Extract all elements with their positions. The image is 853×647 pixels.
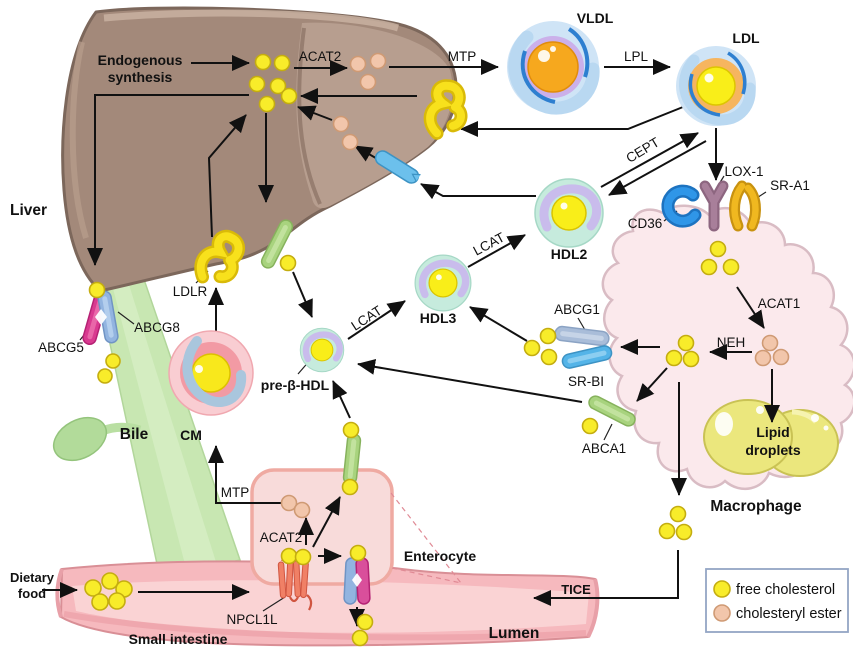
mtp-enterocyte-label: MTP (221, 485, 250, 500)
small-intestine-tube (55, 560, 600, 647)
arrow-mtp-to-cm (208, 445, 283, 504)
arrow-liver-ce-to-fc (297, 105, 333, 121)
arrow-liver-abca1-to-prebhdl (292, 271, 313, 318)
lox1-label: LOX-1 (724, 164, 763, 179)
abcg5-g8-pore (95, 309, 107, 325)
macrophage-label: Macrophage (710, 498, 802, 515)
small-intestine-label: Small intestine (129, 631, 228, 647)
legend: free cholesterol cholesteryl ester (705, 568, 849, 633)
acat2-liver-label: ACAT2 (299, 49, 342, 64)
cm-label: CM (180, 427, 202, 443)
ldlr-label: LDLR (173, 284, 208, 299)
endogenous-synthesis-label-1: Endogenous (98, 52, 183, 68)
cholesteryl-ester-dots (280, 52, 790, 519)
gallbladder (52, 416, 108, 462)
mac-abca1-transporter (588, 395, 636, 427)
arrow-cept-up (600, 132, 699, 188)
vldl-particle (507, 21, 600, 115)
mtp-liver-label: MTP (448, 49, 477, 64)
hdl3-particle (414, 254, 472, 312)
cept-label: CEPT (623, 134, 662, 165)
inset-dashed-line (390, 492, 462, 584)
abca1-label: ABCA1 (582, 441, 626, 456)
lumen-label: Lumen (489, 625, 540, 642)
ldl-label: LDL (732, 30, 760, 46)
inset-dashed-line (391, 567, 462, 584)
srbi-label: SR-BI (568, 374, 604, 389)
cholesteryl-ester-legend-icon (713, 604, 731, 622)
arrow-enterocyte-to-prebhdl (332, 380, 351, 419)
lcat-lower-label: LCAT (348, 303, 384, 334)
abcg1-transporter (554, 325, 610, 347)
bile-duct (52, 249, 241, 579)
abcg1-label: ABCG1 (554, 302, 600, 317)
pathway-arrows (42, 55, 780, 627)
liver-srbi-transporter (374, 150, 421, 184)
bile-label: Bile (120, 426, 149, 443)
free-cholesterol-legend-icon (713, 580, 731, 598)
hdl3-label: HDL3 (420, 310, 457, 326)
liver-abca1-transporter (260, 219, 294, 269)
hdl2-particle (534, 178, 604, 248)
liver-organ (61, 6, 458, 293)
liver-edge-receptor (423, 79, 468, 140)
endogenous-synthesis-label-2: synthesis (108, 69, 173, 85)
arrow-acat1 (736, 286, 765, 329)
lipid-droplets-label-2: droplets (745, 442, 800, 458)
npc1l1-label: NPCL1L (226, 612, 278, 627)
dietary-food-label-2: food (18, 586, 46, 601)
hdl2-label: HDL2 (551, 246, 588, 262)
dietary-food-label-1: Dietary (10, 570, 55, 585)
legend-item-cholesteryl-ester: cholesteryl ester (736, 606, 842, 622)
abcg5-label: ABCG5 (38, 340, 84, 355)
arrow-tice (533, 550, 679, 606)
arrow-cept-down (608, 140, 707, 196)
liver-label: Liver (10, 202, 47, 219)
ldl-particle (676, 46, 756, 126)
lox1-receptor (699, 180, 729, 232)
arrow-fc-to-mac-abca1 (636, 367, 668, 402)
arrow-fc-to-enterocyte-abca1 (312, 496, 341, 548)
lpl-label: LPL (624, 49, 649, 64)
free-cholesterol-dots (84, 53, 740, 647)
neh-label: NEH (717, 335, 746, 350)
ldlr-receptor (194, 229, 245, 284)
cd36-receptor (661, 184, 702, 228)
acat2-enterocyte-label: ACAT2 (260, 530, 303, 545)
acat1-label: ACAT1 (758, 296, 801, 311)
sra1-label: SR-A1 (770, 178, 810, 193)
enterocyte-abcg5-g8-transporter (343, 557, 371, 605)
vldl-label: VLDL (577, 10, 614, 26)
srbi-transporter (561, 345, 613, 369)
arrow-hdl2-to-liver-srbi (420, 183, 536, 200)
arrow-ldlr-to-fc (207, 114, 247, 238)
arrow-lcat-hdl3-to-hdl2 (467, 234, 526, 268)
npc1l1-transporter (277, 555, 313, 611)
pre-beta-hdl-label: pre-β-HDL (261, 377, 330, 393)
lipid-droplets-label-1: Lipid (756, 424, 789, 440)
sra1-receptor (729, 180, 761, 232)
arrow-ldl-to-liver-receptor (460, 106, 684, 137)
legend-item-free-cholesterol: free cholesterol (736, 582, 835, 598)
cm-particle (168, 330, 254, 416)
abcg8-label: ABCG8 (134, 320, 180, 335)
pre-beta-hdl-particle (299, 327, 345, 373)
arrow-abcg1-to-hdl3 (469, 306, 528, 342)
cd36-label: CD36 (628, 216, 663, 231)
tice-label: TICE (561, 582, 591, 597)
macrophage-cell (601, 204, 853, 491)
arrow-fc-to-abcg5 (87, 94, 249, 266)
legend-box (705, 568, 849, 633)
arrow-mac-abca1-to-prebhdl (357, 358, 583, 403)
enterocyte-label: Enterocyte (404, 548, 477, 564)
arrow-lcat-prebhdl-to-hdl3 (347, 300, 406, 340)
